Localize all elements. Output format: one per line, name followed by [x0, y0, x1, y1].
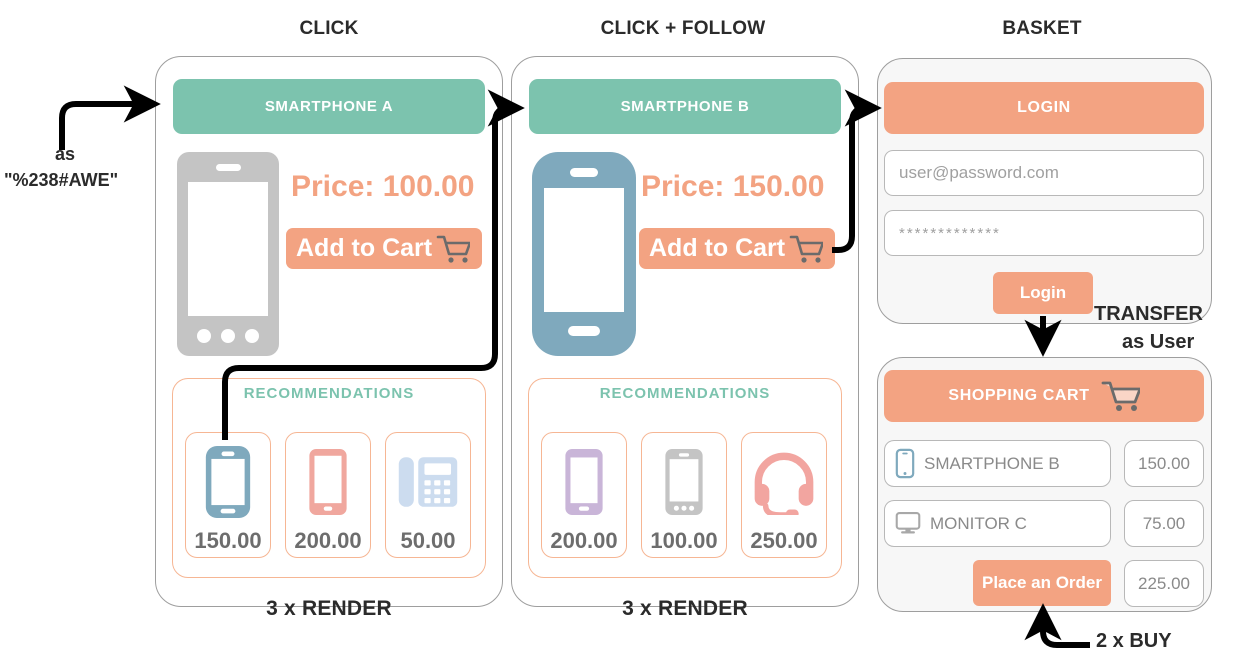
transfer-label: TRANSFER: [1094, 303, 1203, 325]
render-label-left: 3 x RENDER: [266, 597, 392, 620]
smartphone-grey-icon: [175, 150, 281, 358]
panel-a-rec-price-2: 50.00: [400, 528, 456, 553]
panel-a-header-label: SMARTPHONE A: [264, 98, 394, 115]
step-label-click: CLICK: [299, 18, 359, 39]
cart-total-value: 225.00: [1138, 573, 1190, 593]
password-field[interactable]: *************: [884, 210, 1204, 256]
panel-b-add-to-cart-label: Add to Cart: [649, 234, 786, 262]
panel-b-rec-card-2[interactable]: 250.00: [741, 432, 827, 558]
cart-header-label: SHOPPING CART: [948, 387, 1090, 404]
panel-b-recommendations-title: RECOMMENDATIONS: [599, 385, 771, 402]
panel-a-add-to-cart-label: Add to Cart: [296, 234, 433, 262]
panel-b-header[interactable]: SMARTPHONE B: [529, 79, 841, 134]
panel-b-header-label: SMARTPHONE B: [620, 98, 750, 115]
step-label-click-follow: CLICK + FOLLOW: [600, 18, 766, 39]
smartphone-grey-icon: [642, 433, 726, 530]
entry-as-label: as: [55, 144, 76, 164]
email-field-placeholder: user@password.com: [899, 163, 1059, 182]
panel-b-add-to-cart-button[interactable]: Add to Cart: [639, 228, 835, 269]
smartphone-blue-icon: [186, 433, 270, 530]
panel-b-recommendations: RECOMMENDATIONS: [528, 378, 842, 578]
login-header-label: LOGIN: [1017, 99, 1071, 116]
monitor-icon: [895, 511, 921, 536]
cart-amount-0-value: 150.00: [1138, 453, 1190, 473]
panel-a-header[interactable]: SMARTPHONE A: [173, 79, 485, 134]
desk-phone-icon: [386, 433, 470, 530]
panel-a-price: Price: 100.00: [291, 170, 475, 203]
buy-label: 2 x BUY: [1096, 630, 1172, 652]
cart-total: 225.00: [1124, 560, 1204, 607]
login-submit-label: Login: [1019, 283, 1067, 302]
panel-b-rec-card-0[interactable]: 200.00: [541, 432, 627, 558]
panel-a-rec-price-1: 200.00: [294, 528, 362, 553]
cart-row-0-name: SMARTPHONE B: [924, 453, 1060, 473]
shopping-cart-icon: [436, 234, 471, 264]
step-label-basket: BASKET: [1002, 18, 1082, 39]
cart-amount-0: 150.00: [1124, 440, 1204, 487]
smartphone-salmon-icon: [286, 433, 370, 530]
place-order-label: Place an Order: [981, 573, 1102, 592]
cart-amount-1-value: 75.00: [1142, 513, 1186, 533]
transfer-as-user-label: as User: [1122, 331, 1195, 353]
cart-header[interactable]: SHOPPING CART: [884, 370, 1204, 422]
panel-b-rec-price-2: 250.00: [750, 528, 818, 553]
shopping-cart-icon: [789, 234, 824, 264]
panel-b-rec-card-1[interactable]: 100.00: [641, 432, 727, 558]
panel-a-add-to-cart-button[interactable]: Add to Cart: [286, 228, 482, 269]
panel-b-rec-price-0: 200.00: [550, 528, 618, 553]
panel-b-rec-price-1: 100.00: [650, 528, 718, 553]
cart-row-1-name: MONITOR C: [930, 513, 1027, 533]
cart-row-0[interactable]: SMARTPHONE B: [884, 440, 1111, 487]
smartphone-purple-icon: [542, 433, 626, 530]
render-label-middle: 3 x RENDER: [622, 597, 748, 620]
panel-a-rec-price-0: 150.00: [194, 528, 262, 553]
panel-a-rec-card-2[interactable]: 50.00: [385, 432, 471, 558]
headset-icon: [742, 433, 826, 530]
panel-a-recommendations-title: RECOMMENDATIONS: [243, 385, 415, 402]
panel-a-rec-card-1[interactable]: 200.00: [285, 432, 371, 558]
cart-row-1[interactable]: MONITOR C: [884, 500, 1111, 547]
entry-token-label: "%238#AWE": [4, 170, 119, 190]
cart-amount-1: 75.00: [1124, 500, 1204, 547]
password-field-value: *************: [899, 224, 1001, 242]
email-field[interactable]: user@password.com: [884, 150, 1204, 196]
panel-a-rec-card-0[interactable]: 150.00: [185, 432, 271, 558]
shopping-cart-icon: [1100, 379, 1140, 413]
place-order-button[interactable]: Place an Order: [973, 560, 1111, 606]
smartphone-blue-icon: [530, 150, 638, 358]
smartphone-small-blue-icon: [895, 448, 915, 479]
panel-b-price: Price: 150.00: [641, 170, 825, 203]
login-submit-button[interactable]: Login: [993, 272, 1093, 314]
login-header[interactable]: LOGIN: [884, 82, 1204, 134]
